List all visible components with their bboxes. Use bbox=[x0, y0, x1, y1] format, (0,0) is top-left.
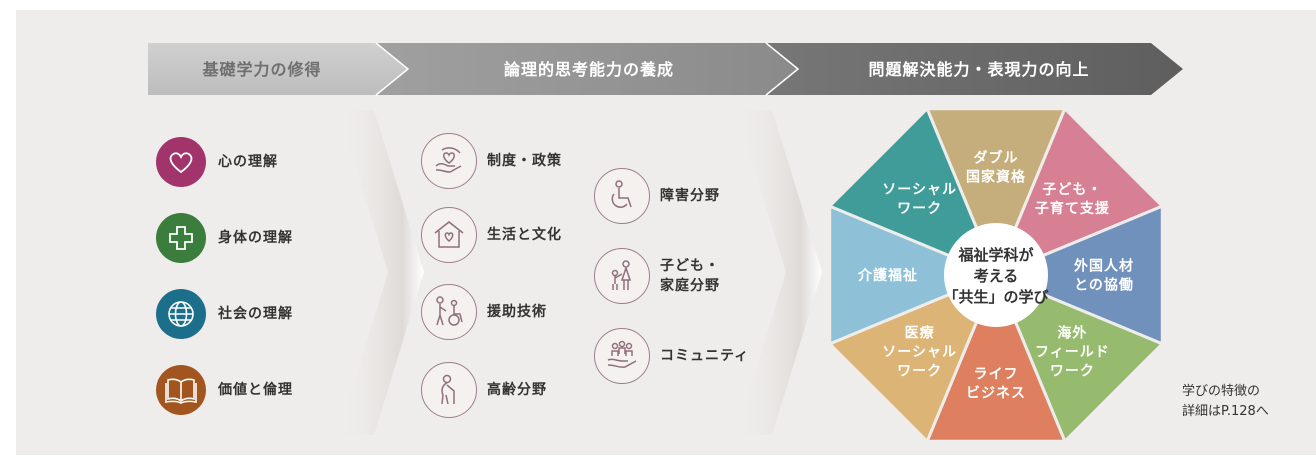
stage-arrow-3 bbox=[766, 43, 1183, 95]
field-item-policy: 制度・政策 bbox=[421, 133, 562, 189]
flow-chevron-2 bbox=[736, 110, 822, 435]
stage-label-1: 基礎学力の修得 bbox=[201, 60, 321, 79]
field-item-life-culture: 生活と文化 bbox=[421, 207, 562, 263]
octagon-segment-label: 海外フィールドワーク bbox=[1035, 324, 1110, 379]
stage-arrows: 基礎学力の修得 論理的思考能力の養成 問題解決能力・表現力の向上 bbox=[148, 42, 1183, 435]
field-label: 障害分野 bbox=[660, 187, 720, 204]
field-item-community: コミュニティ bbox=[594, 328, 749, 384]
understanding-item-body: 身体の理解 bbox=[156, 213, 293, 263]
diagram-panel: 基礎学力の修得 論理的思考能力の養成 問題解決能力・表現力の向上 心の理解 身体… bbox=[16, 10, 1316, 455]
understanding-label: 身体の理解 bbox=[218, 229, 293, 246]
octagon-segment-label: 外国人材との協働 bbox=[1074, 258, 1134, 294]
field-label: 高齢分野 bbox=[487, 381, 547, 398]
field-item-child-family: 子ども・ 家庭分野 bbox=[594, 248, 720, 304]
octagon-center-label: 福祉学科が考える「共生」の学び bbox=[943, 246, 1048, 306]
field-label: 生活と文化 bbox=[487, 226, 562, 243]
octagon-segment bbox=[827, 106, 999, 278]
field-label: 援助技術 bbox=[487, 303, 547, 320]
field-item-disability: 障害分野 bbox=[594, 168, 720, 224]
book-icon bbox=[156, 365, 206, 415]
stage-arrow-1 bbox=[148, 43, 408, 95]
house-heart-icon bbox=[421, 207, 477, 263]
field-item-support-skills: 援助技術 bbox=[421, 284, 547, 340]
octagon-center bbox=[944, 223, 1048, 327]
stage-label-3: 問題解決能力・表現力の向上 bbox=[868, 60, 1089, 79]
octagon-segment-label: ダブル国家資格 bbox=[966, 150, 1026, 186]
hand-heart-icon bbox=[421, 133, 477, 189]
understanding-label: 社会の理解 bbox=[218, 305, 293, 322]
stage-label-2: 論理的思考能力の養成 bbox=[504, 60, 674, 79]
field-label: 制度・政策 bbox=[487, 152, 562, 169]
community-hand-icon bbox=[594, 328, 650, 384]
flow-chevron-1 bbox=[338, 110, 424, 435]
understanding-item-ethics: 価値と倫理 bbox=[156, 365, 293, 415]
elderly-cane-icon bbox=[421, 362, 477, 418]
field-label: 子ども・ 家庭分野 bbox=[660, 257, 720, 294]
stage-arrow-2 bbox=[376, 43, 798, 95]
octagon-segment-label: ライフビジネス bbox=[966, 367, 1026, 402]
field-label: コミュニティ bbox=[660, 347, 750, 364]
understanding-item-society: 社会の理解 bbox=[156, 289, 293, 339]
octagon-segment-label: 介護福祉 bbox=[857, 267, 918, 284]
wheelchair-assist-icon bbox=[421, 284, 477, 340]
heart-icon bbox=[156, 137, 206, 187]
octagon-segment-label: 医療ソーシャルワーク bbox=[882, 324, 957, 379]
wheelchair-icon bbox=[594, 168, 650, 224]
globe-icon bbox=[156, 289, 206, 339]
understanding-label: 心の理解 bbox=[218, 153, 278, 170]
understanding-label: 価値と倫理 bbox=[218, 381, 293, 398]
understanding-item-mind: 心の理解 bbox=[156, 137, 278, 187]
learning-octagon: ダブル国家資格子ども・子育て支援外国人材との協働海外フィールドワークライフビジネ… bbox=[827, 106, 1165, 444]
octagon-segment-label: ソーシャルワーク bbox=[882, 182, 957, 217]
note-reference: 学びの特徴の 詳細はP.128へ bbox=[1182, 384, 1269, 419]
parent-child-icon bbox=[594, 248, 650, 304]
field-item-elderly: 高齢分野 bbox=[421, 362, 547, 418]
octagon-segment-label: 子ども・子育て支援 bbox=[1035, 182, 1110, 217]
cross-icon bbox=[156, 213, 206, 263]
